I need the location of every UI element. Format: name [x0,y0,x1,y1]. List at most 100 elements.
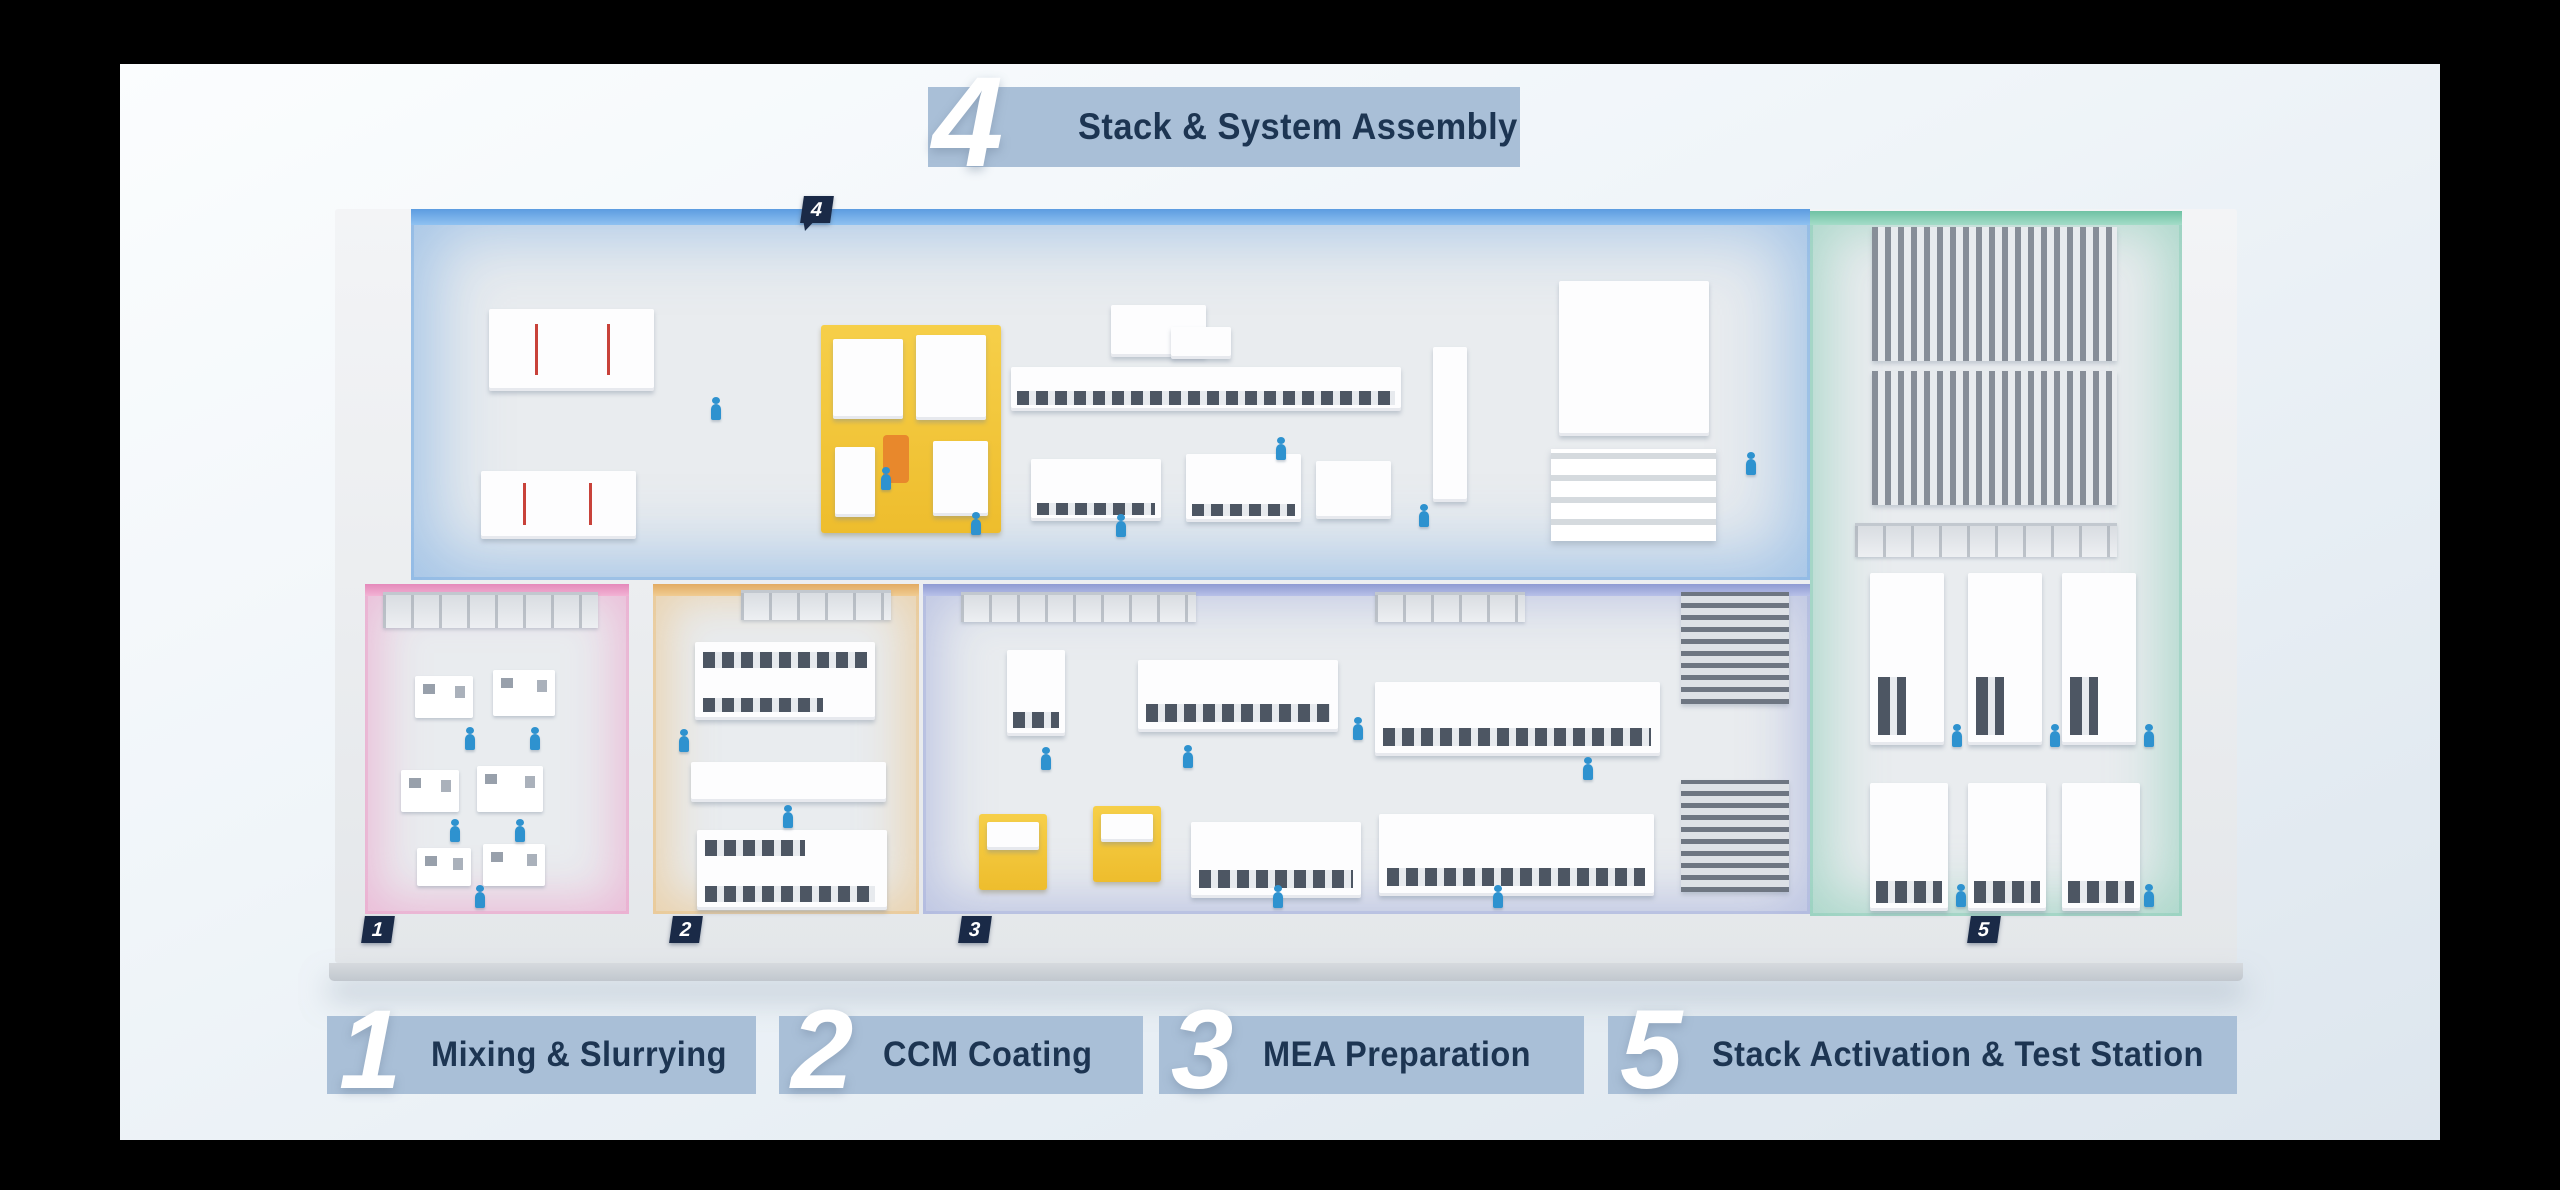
legend-label-3: MEA Preparation [1263,1035,1532,1074]
worker-icon [2144,724,2154,747]
machine-red-stripe [535,323,538,375]
line-windows [1383,728,1651,746]
machine-block [1171,327,1231,359]
worker-icon [783,805,793,828]
legend-number-2: 2 [791,987,854,1112]
shelf-rack [1855,523,2117,557]
line-windows [1199,870,1353,888]
zone-ccm-coating [653,584,919,914]
worker-icon [1419,504,1429,527]
cabinet-panel [2070,677,2098,735]
station-windows [1037,503,1155,515]
top-banner-label: Stack & System Assembly [1078,106,1518,147]
prep-station [1007,650,1065,736]
machine-windows [705,886,875,902]
machine-block [833,339,903,419]
machine-windows [705,840,805,856]
worker-icon [1746,452,1756,475]
worker-icon [1041,747,1051,770]
worker-icon [1952,724,1962,747]
test-cabinet [2062,573,2136,745]
zone-mixing-slurrying [365,584,629,914]
machine-block [933,441,988,516]
zone-marker-5: 5 [1967,916,2001,943]
shelf-rack [961,592,1196,622]
coating-machine [695,642,875,720]
cabinet-panel [1976,677,2004,735]
zone-marker-1: 1 [361,916,395,943]
factory-floor [329,209,2243,981]
legend-banner-mixing-slurrying: 1 Mixing & Slurrying [327,994,756,1106]
test-cabinet [1870,783,1948,911]
prep-line [1379,814,1654,896]
zone-mea-preparation [923,584,1810,914]
worker-icon [1273,885,1283,908]
worker-icon [515,819,525,842]
storage-rack [1872,227,2117,361]
test-cabinet [1968,573,2042,745]
storage-rack [1872,371,2117,505]
worker-icon [1116,514,1126,537]
cabinet-panel [1876,881,1942,903]
worker-icon [2050,724,2060,747]
machine-block [835,447,875,517]
lab-table [477,766,543,812]
worker-icon [475,885,485,908]
station-windows [1013,712,1059,728]
prep-line [1375,682,1660,756]
legend-banner-ccm-coating: 2 CCM Coating [779,994,1143,1106]
test-cabinet [2062,783,2140,911]
machine-block [916,335,986,420]
cabinet-panel [1878,677,1906,735]
top-banner-stack-system-assembly: 4 Stack & System Assembly [928,59,1520,187]
worker-icon [1353,717,1363,740]
conveyor-line [1011,367,1401,411]
zone-marker-2: 2 [669,916,703,943]
assembly-station [1031,459,1161,521]
prep-line [1191,822,1361,898]
worker-icon [1183,745,1193,768]
test-cabinet [1870,573,1944,745]
worker-icon [1583,757,1593,780]
worker-icon [530,727,540,750]
zone-marker-1-number: 1 [371,918,385,941]
zone-marker-3: 3 [958,916,992,943]
zone-marker-4-number: 4 [810,198,824,221]
worker-icon [971,512,981,535]
worker-icon [1276,437,1286,460]
pallet-stack [1551,449,1716,541]
machine-red-stripe [589,483,592,526]
legend-banner-mea-preparation: 3 MEA Preparation [1159,994,1584,1106]
lab-table [483,844,545,886]
machine-block [1101,814,1153,842]
legend-label-2: CCM Coating [883,1035,1093,1074]
yellow-press-machine [1093,806,1161,882]
line-windows [1146,704,1330,722]
shelf-rack [741,590,891,620]
shelf-rack [1375,592,1525,622]
legend-label-1: Mixing & Slurrying [431,1035,727,1074]
station-windows [1192,504,1295,516]
worker-icon [2144,884,2154,907]
machine-windows [703,698,823,712]
yellow-assembly-cell [821,325,1001,533]
worker-icon [450,819,460,842]
machine-windows [703,652,867,668]
test-cabinet [1968,783,2046,911]
large-machine [1559,281,1709,436]
lab-table [493,670,555,716]
worker-icon [881,467,891,490]
zone-stack-activation-test-station [1810,211,2182,916]
assembly-station [1186,454,1301,522]
top-banner-number: 4 [932,51,1004,194]
machine-red-stripe [607,323,610,375]
prep-line [1138,660,1338,732]
machine-block [481,471,636,539]
tray-rack [1681,592,1789,704]
machine-red-stripe [523,483,526,526]
worker-icon [1493,885,1503,908]
coating-machine [697,830,887,910]
tall-machine [1433,347,1467,502]
shelf-rack [383,592,598,628]
cabinet-panel [1974,881,2040,903]
